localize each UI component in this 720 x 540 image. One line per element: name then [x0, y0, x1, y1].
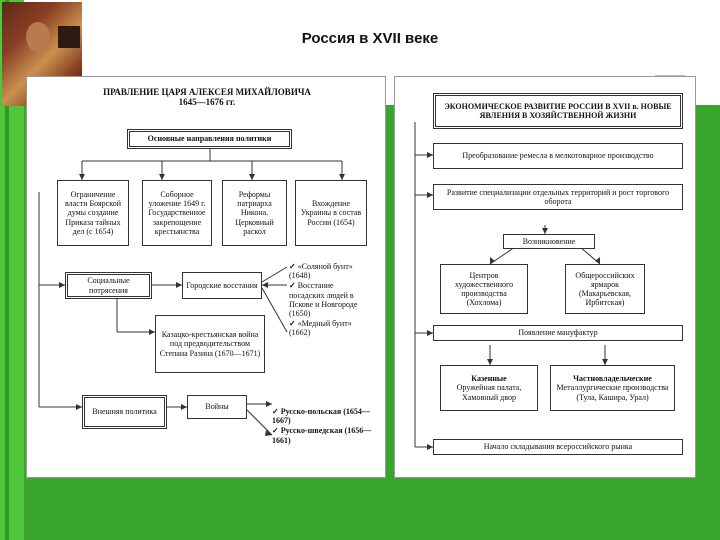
direction-sobornoe-ulozhenie: Соборное уложение 1649 г. Государственно… [142, 180, 212, 246]
direction-ukraine: Вхождение Украины в состав России (1654) [295, 180, 367, 246]
right-connectors [414, 122, 608, 450]
economy-heading-box: ЭКОНОМИЧЕСКОЕ РАЗВИТИЕ РОССИИ В XVII в. … [433, 93, 683, 129]
check-icon: ✓ [272, 426, 279, 436]
war-item: ✓ Русско-шведская (1656—1661) [272, 426, 382, 444]
left-heading-line2: 1645—1676 гг. [178, 97, 236, 108]
war-item: ✓ Русско-польская (1654—1667) [272, 407, 382, 425]
social-upheavals-box: Социальные потрясения [65, 272, 152, 299]
crafts-box: Преобразование ремесла в мелкотоварное п… [433, 143, 683, 169]
private-title: Частновладельческие [573, 374, 652, 384]
portrait-inscription [58, 26, 80, 48]
state-body: Оружейная палата, Хамовный двор [456, 383, 522, 402]
urban-uprisings-box: Городские восстания [182, 272, 262, 299]
riot-item: ✓ Восстание посадских людей в Пскове и Н… [289, 281, 367, 318]
wars-list: ✓ Русско-польская (1654—1667) ✓ Русско-ш… [272, 407, 382, 446]
specialization-box: Развитие специализации отдельных террито… [433, 184, 683, 210]
fairs-box: Общероссийских ярмарок (Макарьевская, Ир… [565, 264, 645, 314]
check-icon: ✓ [272, 407, 279, 416]
sidebar-stripe [5, 0, 9, 540]
razin-war-box: Казацко-крестьянская война под предводит… [155, 315, 265, 373]
foreign-policy-box: Внешняя политика [82, 395, 167, 429]
main-directions-box: Основные направления политики [127, 129, 292, 149]
manufactories-box: Появление мануфактур [433, 325, 683, 341]
art-centers-box: Центров художественного производства (Хо… [440, 264, 528, 314]
state-title: Казенные [471, 374, 507, 384]
riot-salt: «Соляной бунт» (1648) [289, 262, 353, 281]
wars-box: Войны [187, 395, 247, 419]
war-swedish: Русско-шведская (1656—1661) [272, 426, 372, 445]
private-manufactories-box: Частновладельческие Металлургические про… [550, 365, 675, 411]
slide-title: Россия в XVII веке [301, 30, 439, 47]
riot-item: ✓ «Медный бунт» (1662) [289, 319, 367, 337]
state-manufactories-box: Казенные Оружейная палата, Хамовный двор [440, 365, 538, 411]
check-icon: ✓ [289, 262, 296, 271]
riot-item: ✓ «Соляной бунт» (1648) [289, 262, 367, 280]
left-connectors [38, 149, 345, 436]
war-polish: Русско-польская (1654—1667) [272, 407, 370, 426]
market-box: Начало складывания всероссийского рынка [433, 439, 683, 455]
emergence-box: Возникновение [503, 234, 595, 249]
private-body: Металлургические производства (Тула, Каш… [556, 383, 669, 402]
right-scheme-panel: ЭКОНОМИЧЕСКОЕ РАЗВИТИЕ РОССИИ В XVII в. … [394, 76, 696, 478]
direction-nikon-reforms: Реформы патриарха Никона. Церковный раск… [222, 180, 287, 246]
left-heading: ПРАВЛЕНИЕ ЦАРЯ АЛЕКСЕЯ МИХАЙЛОВИЧА 1645—… [77, 87, 337, 108]
check-icon: ✓ [289, 319, 296, 329]
direction-boyar-duma: Ограничение власти Боярской думы создани… [57, 180, 129, 246]
portrait-face [26, 22, 50, 52]
check-icon: ✓ [289, 281, 296, 291]
riot-pskov-novgorod: Восстание посадских людей в Пскове и Нов… [289, 281, 358, 318]
left-scheme-panel: ПРАВЛЕНИЕ ЦАРЯ АЛЕКСЕЯ МИХАЙЛОВИЧА 1645—… [26, 76, 386, 478]
riot-copper: «Медный бунт» (1662) [289, 319, 352, 338]
riots-list: ✓ «Соляной бунт» (1648) ✓ Восстание поса… [289, 262, 367, 339]
left-heading-line1: ПРАВЛЕНИЕ ЦАРЯ АЛЕКСЕЯ МИХАЙЛОВИЧА [103, 87, 311, 97]
